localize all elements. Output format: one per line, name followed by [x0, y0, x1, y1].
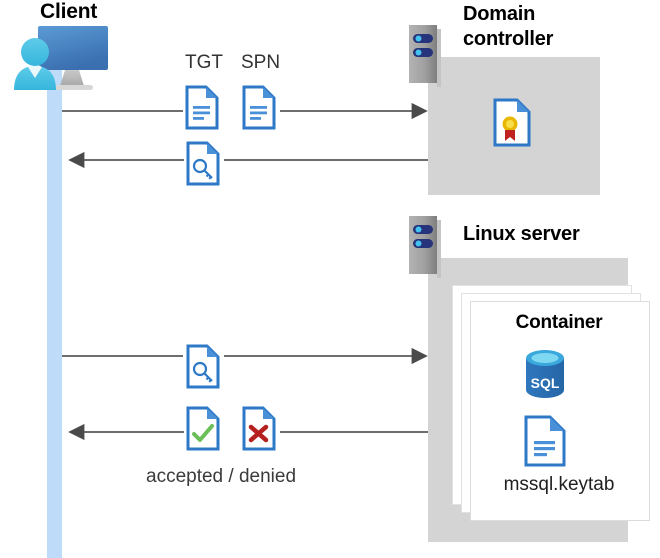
tgt-label: TGT	[185, 52, 223, 73]
linux-server-title: Linux server	[463, 223, 580, 245]
domain-controller-server-rack-icon	[409, 25, 441, 87]
keytab-filename-label: mssql.keytab	[503, 474, 615, 495]
client-lifeline	[47, 62, 62, 558]
spn-label: SPN	[241, 52, 281, 73]
client-title: Client	[40, 0, 98, 23]
certificate-document-icon	[493, 98, 531, 147]
accepted-check-document-icon	[186, 406, 220, 451]
domain-controller-title-line1: Domain	[463, 3, 536, 25]
accepted-denied-caption: accepted / denied	[146, 466, 297, 487]
service-ticket-key-icon	[186, 141, 220, 186]
keytab-document-icon	[524, 415, 566, 467]
sql-database-icon: SQL	[521, 348, 569, 400]
spn-document-icon	[242, 85, 276, 130]
service-ticket-key-icon	[186, 344, 220, 389]
container-card-front	[470, 301, 650, 521]
tgt-document-icon	[185, 85, 219, 130]
linux-server-rack-icon	[409, 216, 441, 278]
container-title: Container	[515, 312, 603, 333]
client-monitor-icon	[8, 22, 114, 92]
domain-controller-title: Domain controller	[463, 2, 653, 52]
denied-cross-document-icon	[242, 406, 276, 451]
domain-controller-title-line2: controller	[463, 28, 554, 50]
svg-text:SQL: SQL	[531, 375, 560, 391]
